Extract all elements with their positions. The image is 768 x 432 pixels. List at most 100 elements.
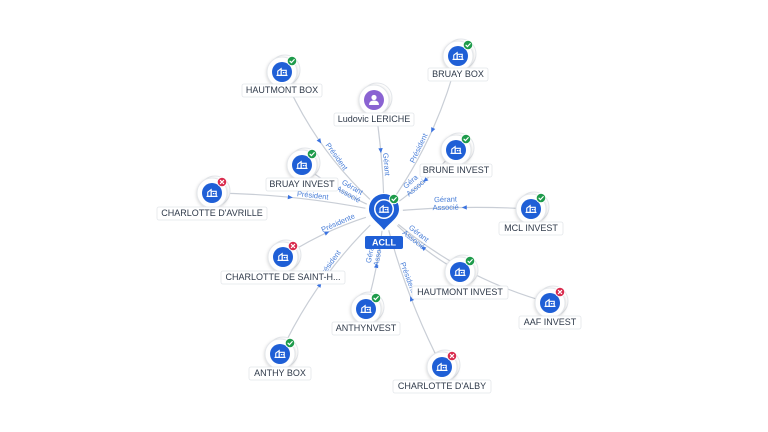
node-charlotte-de-saint-h[interactable]: CHARLOTTE DE SAINT-H... bbox=[220, 239, 346, 285]
edge-label: Gérant bbox=[434, 195, 458, 204]
edge-arrow-anthynvest bbox=[373, 262, 379, 269]
cross-icon bbox=[446, 350, 458, 362]
building-icon bbox=[206, 188, 218, 197]
building-icon bbox=[276, 67, 288, 76]
node-label-box bbox=[427, 67, 489, 82]
cross-icon bbox=[216, 176, 228, 188]
company-avatar bbox=[202, 183, 222, 203]
building-icon bbox=[525, 204, 537, 213]
building-icon bbox=[274, 349, 286, 358]
company-avatar bbox=[448, 46, 468, 66]
node-label-box bbox=[265, 177, 339, 192]
node-label-box bbox=[241, 83, 323, 98]
building-icon bbox=[277, 252, 289, 261]
node-label: ANTHY BOX bbox=[254, 368, 306, 378]
building-icon bbox=[378, 204, 390, 213]
check-icon bbox=[306, 148, 318, 160]
node-label: BRUNE INVEST bbox=[423, 165, 490, 175]
check-icon bbox=[535, 192, 547, 204]
node-label-box bbox=[518, 315, 582, 330]
node-label: MCL INVEST bbox=[504, 223, 558, 233]
node-mcl-invest[interactable]: MCL INVEST bbox=[498, 191, 564, 236]
node-label-box bbox=[331, 321, 401, 336]
node-charlotte-dalby[interactable]: CHARLOTTE D'ALBY bbox=[392, 349, 492, 394]
check-icon bbox=[462, 39, 474, 51]
node-label: ANTHYNVEST bbox=[336, 323, 397, 333]
person-icon bbox=[369, 94, 379, 105]
node-label-box bbox=[333, 112, 415, 127]
cross-icon bbox=[287, 240, 299, 252]
edge-label: Président bbox=[296, 189, 329, 202]
node-anthy-box[interactable]: ANTHY BOX bbox=[248, 336, 312, 381]
node-label-box bbox=[220, 270, 346, 285]
node-label: CHARLOTTE D'AVRILLE bbox=[161, 208, 263, 218]
company-avatar bbox=[432, 357, 452, 377]
edge-arrow-charlotte-de-saint-h bbox=[323, 231, 330, 236]
node-label: BRUAY BOX bbox=[432, 69, 484, 79]
node-bruay-invest[interactable]: BRUAY INVEST bbox=[265, 147, 339, 192]
check-icon bbox=[460, 133, 472, 145]
node-center-acll[interactable]: ACLL bbox=[365, 193, 403, 249]
node-label-box bbox=[498, 221, 564, 236]
node-label: BRUAY INVEST bbox=[269, 179, 335, 189]
edge-arrow-brune-invest bbox=[423, 177, 429, 183]
node-label: AAF INVEST bbox=[524, 317, 577, 327]
check-icon bbox=[388, 193, 400, 205]
node-hautmont-invest[interactable]: HAUTMONT INVEST bbox=[411, 254, 509, 300]
check-icon bbox=[286, 55, 298, 67]
check-icon bbox=[464, 255, 476, 267]
building-icon bbox=[436, 362, 448, 371]
edge-label: Président bbox=[324, 141, 350, 173]
node-label: HAUTMONT BOX bbox=[246, 85, 318, 95]
node-label-box bbox=[411, 285, 509, 300]
company-avatar bbox=[270, 344, 290, 364]
check-icon bbox=[284, 337, 296, 349]
building-icon bbox=[454, 267, 466, 276]
node-label-box bbox=[156, 206, 268, 221]
company-avatar bbox=[446, 140, 466, 160]
node-label: CHARLOTTE D'ALBY bbox=[398, 381, 486, 391]
company-avatar bbox=[540, 293, 560, 313]
edge-charlotte-dalby bbox=[383, 211, 443, 368]
node-aaf-invest[interactable]: AAF INVEST bbox=[518, 285, 582, 330]
check-icon bbox=[370, 292, 382, 304]
building-icon bbox=[544, 298, 556, 307]
node-label-box bbox=[419, 163, 493, 178]
company-avatar bbox=[273, 247, 293, 267]
node-label: Ludovic LERICHE bbox=[338, 114, 411, 124]
edge-label: Président bbox=[408, 131, 430, 164]
node-anthynvest[interactable]: ANTHYNVEST bbox=[331, 291, 401, 336]
edge-arrow-charlotte-dalby bbox=[409, 296, 415, 302]
building-icon bbox=[360, 304, 372, 313]
nodes-layer: HAUTMONT BOX BRUAY BOX Ludovic LERICHE BRUN… bbox=[156, 38, 582, 394]
node-hautmont-box[interactable]: HAUTMONT BOX bbox=[241, 54, 323, 98]
edge-arrow-hautmont-invest bbox=[421, 246, 427, 251]
node-ludovic-leriche[interactable]: Ludovic LERICHE bbox=[333, 82, 415, 127]
node-label: HAUTMONT INVEST bbox=[417, 287, 503, 297]
edge-label: Associé bbox=[432, 203, 458, 213]
center-label-box bbox=[365, 236, 403, 249]
node-brune-invest[interactable]: BRUNE INVEST bbox=[419, 132, 493, 178]
center-label: ACLL bbox=[372, 238, 396, 248]
node-bruay-box[interactable]: BRUAY BOX bbox=[427, 38, 489, 82]
edge-arrow-charlotte-davrille bbox=[287, 194, 293, 200]
edge-arrow-hautmont-box bbox=[316, 138, 322, 144]
company-avatar bbox=[272, 62, 292, 82]
node-charlotte-davrille[interactable]: CHARLOTTE D'AVRILLE bbox=[156, 175, 268, 221]
building-icon bbox=[452, 51, 464, 60]
company-avatar bbox=[450, 262, 470, 282]
company-avatar bbox=[356, 299, 376, 319]
edge-arrow-bruay-box bbox=[431, 127, 436, 133]
edge-arrow-mcl-invest bbox=[461, 205, 467, 210]
cross-icon bbox=[554, 286, 566, 298]
building-icon bbox=[296, 160, 308, 169]
building-icon bbox=[450, 145, 462, 154]
company-avatar bbox=[521, 199, 541, 219]
edge-label: Gérant bbox=[381, 153, 392, 178]
node-label: CHARLOTTE DE SAINT-H... bbox=[225, 272, 340, 282]
edge-charlotte-davrille bbox=[211, 192, 385, 213]
edge-arrow-ludovic-leriche bbox=[378, 147, 383, 154]
node-label-box bbox=[392, 379, 492, 394]
